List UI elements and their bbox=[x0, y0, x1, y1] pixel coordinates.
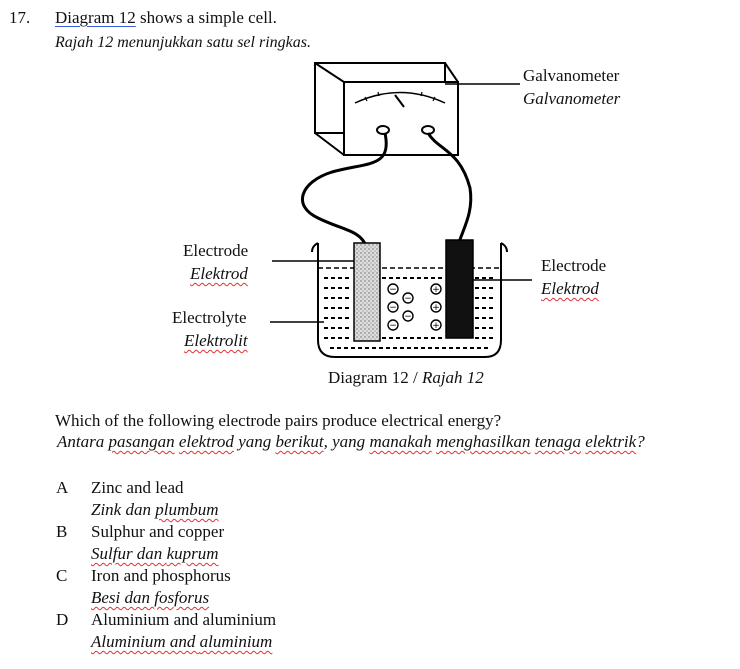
diagram-caption-ms: Rajah 12 bbox=[421, 368, 484, 387]
option-b-text-malay: Sulfur dan kuprum bbox=[91, 544, 219, 564]
prompt-ms-part: Antara bbox=[57, 432, 109, 451]
prompt-ms-part: elektrod bbox=[178, 432, 234, 451]
option-c-text-malay: Besi dan fosforus bbox=[91, 588, 209, 608]
question-prompt-malay: Antara pasangan elektrod yang berikut, y… bbox=[57, 432, 645, 452]
option-a-ms-a: Zink dan bbox=[91, 500, 156, 519]
prompt-ms-part: elektrik bbox=[585, 432, 637, 451]
option-d-text-malay: Aluminium and aluminium bbox=[91, 632, 272, 652]
electrode-right-label-malay: Elektrod bbox=[541, 279, 599, 298]
prompt-ms-part: , yang bbox=[323, 432, 370, 451]
galvanometer-label-malay: Galvanometer bbox=[523, 89, 621, 108]
prompt-ms-part: berikut bbox=[275, 432, 324, 451]
option-b-text[interactable]: Sulphur and copper bbox=[91, 522, 225, 541]
wire-right bbox=[426, 132, 473, 247]
option-d-letter: D bbox=[56, 610, 69, 629]
option-c-ms-b: fosforus bbox=[154, 588, 210, 607]
ion-sign: − bbox=[389, 303, 397, 313]
question-number: 17. bbox=[9, 8, 31, 27]
option-a-ms-b: plumbum bbox=[155, 500, 219, 519]
electrolyte-label-malay: Elektrolit bbox=[184, 331, 248, 350]
prompt-ms-part: manakah bbox=[369, 432, 432, 451]
ion-sign-positive: + bbox=[432, 285, 440, 295]
ion-sign: − bbox=[404, 312, 412, 322]
simple-cell-diagram: − − − − − + + + bbox=[270, 62, 532, 358]
prompt-ms-part: ? bbox=[636, 432, 645, 451]
diagram-caption: Diagram 12 / Rajah 12 bbox=[328, 368, 484, 388]
prompt-ms-part: pasangan bbox=[108, 432, 175, 451]
diagram-reference-link: Diagram 12 bbox=[55, 8, 136, 27]
option-b-ms-b: kuprum bbox=[166, 544, 219, 563]
ion-sign: − bbox=[389, 285, 397, 295]
ions bbox=[387, 283, 442, 331]
electrode-right-label: Electrode bbox=[541, 256, 607, 275]
ion-sign: − bbox=[404, 294, 412, 304]
ion-sign: − bbox=[389, 321, 397, 331]
option-b-letter: B bbox=[56, 522, 68, 541]
electrolyte-label: Electrolyte bbox=[172, 308, 247, 327]
option-c-letter: C bbox=[56, 566, 68, 585]
question-prompt: Which of the following electrode pairs p… bbox=[55, 411, 502, 430]
question-stem-rest: shows a simple cell. bbox=[135, 8, 277, 27]
diagram-caption-en: Diagram 12 / bbox=[328, 368, 422, 387]
option-a-text-malay: Zink dan plumbum bbox=[91, 500, 219, 520]
electrode-left-label: Electrode bbox=[183, 241, 249, 260]
electrode-left-label-malay: Elektrod bbox=[190, 264, 248, 283]
option-c-ms-a: Besi dan bbox=[91, 588, 155, 607]
ion-sign-positive: + bbox=[432, 321, 440, 331]
right-electrode bbox=[445, 239, 474, 339]
option-b-ms-a: Sulfur dan bbox=[91, 544, 167, 563]
option-a-text[interactable]: Zinc and lead bbox=[91, 478, 184, 497]
option-d-ms-b: aluminium bbox=[199, 632, 273, 651]
ion-sign-positive: + bbox=[432, 303, 440, 313]
prompt-ms-part: yang bbox=[233, 432, 276, 451]
option-d-ms-a: Aluminium and bbox=[91, 632, 200, 651]
option-a-letter: A bbox=[56, 478, 69, 497]
wire-left bbox=[300, 132, 388, 247]
question-stem: Diagram 12 shows a simple cell. bbox=[55, 8, 277, 28]
option-c-text[interactable]: Iron and phosphorus bbox=[91, 566, 231, 585]
prompt-ms-part: menghasilkan bbox=[436, 432, 531, 451]
option-d-text[interactable]: Aluminium and aluminium bbox=[91, 610, 277, 629]
galvanometer-label: Galvanometer bbox=[523, 66, 620, 85]
left-electrode bbox=[353, 242, 381, 342]
question-stem-malay: Rajah 12 menunjukkan satu sel ringkas. bbox=[55, 34, 311, 51]
prompt-ms-part: tenaga bbox=[534, 432, 581, 451]
